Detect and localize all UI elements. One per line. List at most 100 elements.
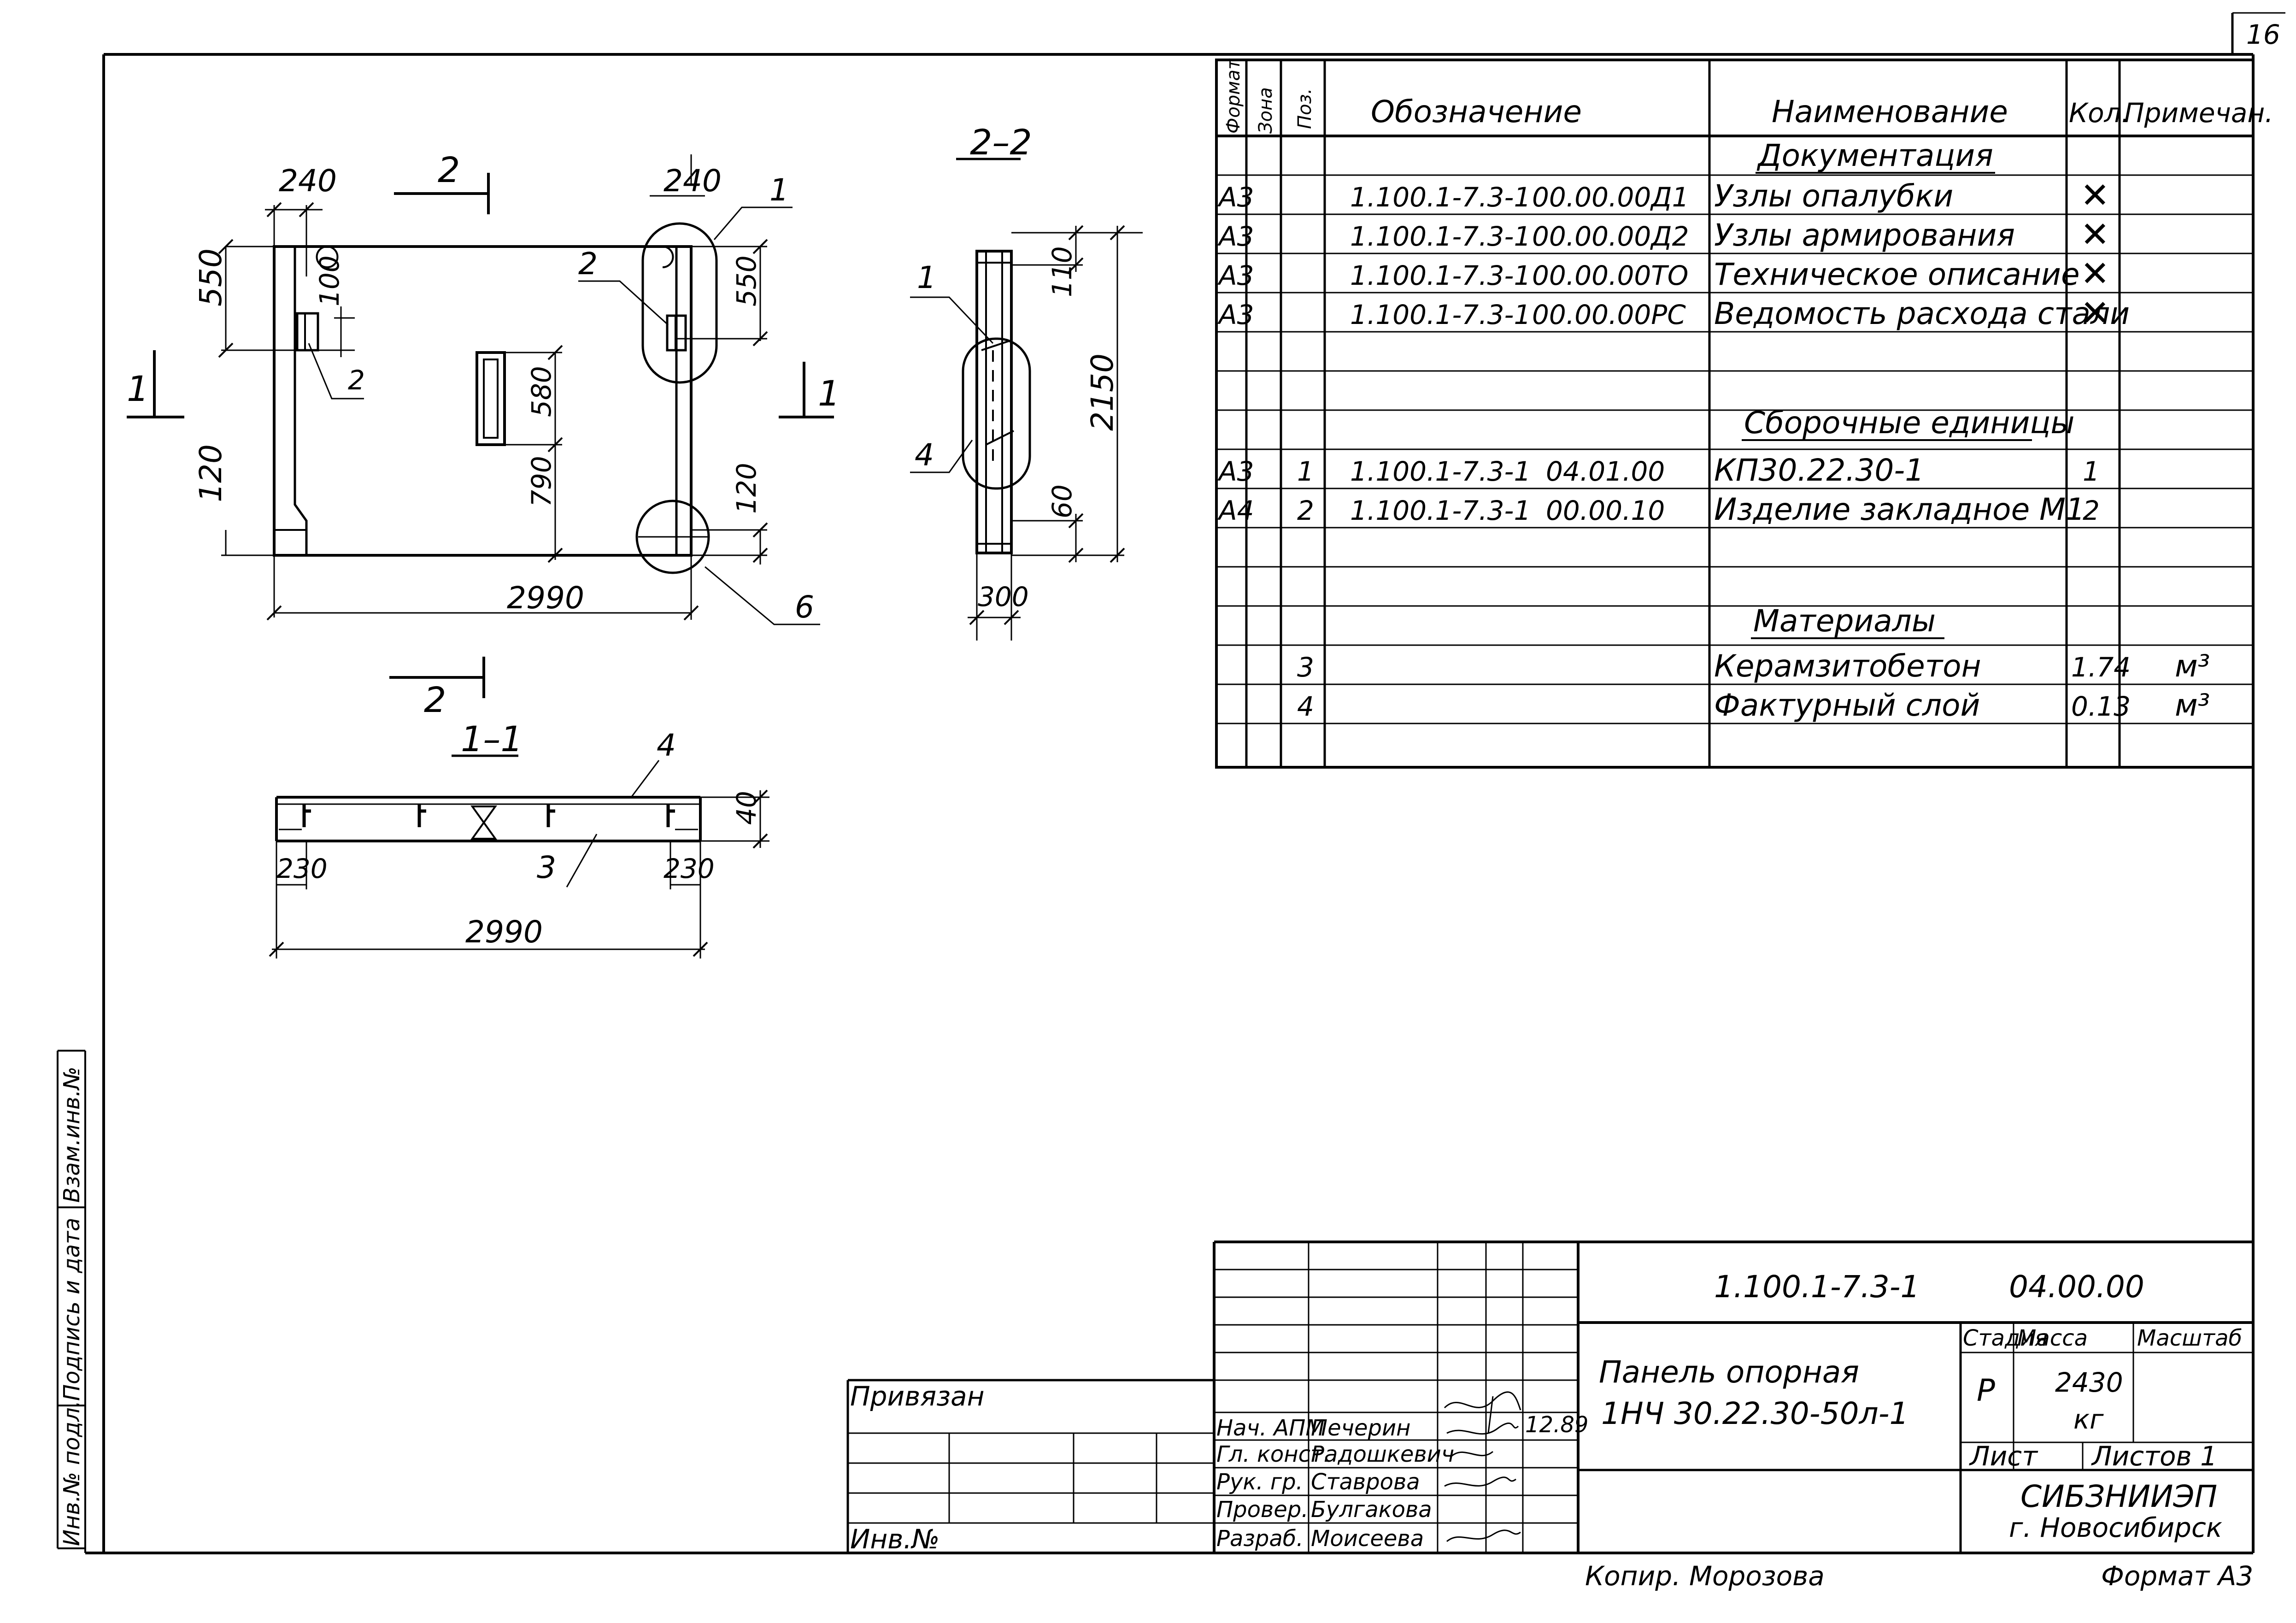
dim-550-right: 550 [731, 255, 762, 306]
spec-cell-code: 1.100.1-7.3-1 [1350, 456, 1531, 487]
dim-240-left: 240 [279, 163, 337, 199]
title-org: СИБЗНИИЭП [2020, 1479, 2217, 1514]
spec-cell-qty: 1.74 [2071, 652, 2131, 683]
dim-300: 300 [978, 581, 1029, 612]
spec-cell-code: 1.100.1-7.3-1 [1350, 495, 1531, 526]
spec-cell-note: м³ [2175, 648, 2210, 684]
section-2-2-view: 2–2 110 2150 60 300 1 [910, 122, 1143, 641]
dim-550-left: 550 [193, 248, 229, 306]
spec-row: A3 1.100.1-7.3-1 00.00.00РС Ведомость ра… [1217, 292, 2130, 333]
spec-cell-note: м³ [2175, 688, 2210, 723]
title-product-mark: 1НЧ 30.22.30-50л-1 [1601, 1396, 1909, 1431]
spec-header-zone: Зона [1255, 87, 1276, 134]
title-stage: Р [1977, 1373, 1995, 1408]
spec-table-grid [1215, 59, 2255, 769]
title-doc-code: 1.100.1-7.3-1 [1714, 1269, 1920, 1305]
callout-4-view: 4 [657, 728, 676, 763]
sheet-number-box: 16 [2231, 12, 2285, 54]
title-sheet-label: Лист [1969, 1441, 2038, 1472]
spec-cell-qty: 0.13 [2071, 691, 2131, 722]
title-block-grid [1213, 1241, 2253, 1553]
side-stamp-sign-date: Подпись и дата [59, 1217, 85, 1401]
spec-cell-name: Изделие закладное М1 [1714, 492, 2085, 527]
section-1-1-view: 1–1 2990 40 230 230 4 [269, 718, 769, 959]
spec-cell-qty: ✕ [2080, 292, 2110, 333]
spec-cell-pos: 2 [1297, 495, 1314, 526]
spec-header-designation: Обозначение [1371, 94, 1582, 129]
title-mass-unit: кг [2073, 1404, 2104, 1435]
dim-2990-main: 2990 [507, 580, 584, 616]
spec-row: 3 Керамзитобетон 1.74 м³ [1297, 648, 2210, 684]
dim-230-right: 230 [664, 853, 715, 884]
title-product-name: Панель опорная [1599, 1354, 1859, 1390]
spec-cell-code: 1.100.1-7.3-1 [1350, 182, 1531, 213]
spec-cell-code: 1.100.1-7.3-1 [1350, 260, 1531, 291]
title-person-name: Печерин [1311, 1415, 1411, 1441]
spec-cell-pos: 3 [1297, 652, 1314, 683]
panel-main-view: 240 240 550 100 580 790 120 550 120 2990… [127, 149, 840, 720]
dim-580: 580 [526, 366, 557, 417]
title-person-row: Рук. гр. Ставрова [1216, 1469, 1420, 1495]
title-role: Разраб. [1216, 1526, 1304, 1552]
callout-4-section: 4 [915, 437, 934, 473]
dim-120-right: 120 [731, 463, 762, 514]
spec-cell-format: A4 [1217, 495, 1254, 526]
spec-header-qty: Кол. [2069, 97, 2130, 129]
title-mass-label: Масса [2017, 1325, 2088, 1351]
title-person-name: Булгакова [1311, 1497, 1432, 1523]
callout-1-section: 1 [917, 260, 936, 295]
dim-2990-section: 2990 [465, 914, 543, 950]
callout-3-view: 3 [537, 850, 556, 885]
spec-section-titles: Документация Сборочные единицы Материалы [1744, 138, 2075, 639]
title-person-name: Ставрова [1311, 1469, 1420, 1495]
spec-cell-pos: 1 [1297, 456, 1314, 487]
spec-cell-name: Фактурный слой [1714, 688, 1980, 723]
spec-table-headers: Формат Зона Поз. Обозначение Наименовани… [1223, 58, 2273, 134]
dim-2150: 2150 [1085, 353, 1120, 431]
dim-230-left: 230 [276, 853, 328, 884]
spec-row: A3 1.100.1-7.3-1 00.00.00ТО Техническое … [1217, 253, 2110, 294]
spec-row: A3 1 1.100.1-7.3-1 04.01.00 КП30.22.30-1… [1217, 453, 2100, 488]
spec-cell-format: A3 [1217, 456, 1254, 487]
section-mark-2-bottom: 2 [424, 679, 446, 720]
binding-inv-no: Инв.№ [850, 1523, 940, 1555]
callout-2-left: 2 [348, 365, 365, 396]
spec-cell-code: 1.100.1-7.3-1 [1350, 221, 1531, 252]
callout-2-main: 2 [578, 246, 598, 282]
title-block-text: Нач. АПМ Печерин Гл. конст. Радошкевич Р… [1216, 1269, 2242, 1552]
section-1-1-title: 1–1 [461, 718, 523, 759]
spec-cell-qty: ✕ [2080, 214, 2110, 255]
title-person-row: Гл. конст. Радошкевич [1216, 1441, 1454, 1467]
spec-header-format: Формат [1223, 58, 1244, 134]
spec-rows: A3 1.100.1-7.3-1 00.00.00Д1 Узлы опалубк… [1217, 175, 2210, 723]
spec-cell-format: A3 [1217, 221, 1254, 252]
title-date: 12.89 [1525, 1412, 1588, 1438]
spec-cell-name: Керамзитобетон [1714, 648, 1981, 684]
section-mark-2-top: 2 [438, 149, 460, 190]
title-stage-label: Стадия [1963, 1325, 2048, 1351]
spec-cell-code: 1.100.1-7.3-1 [1350, 299, 1531, 330]
spec-cell-code2: 00.00.00Д1 [1532, 182, 1689, 213]
title-role: Нач. АПМ [1216, 1415, 1325, 1441]
title-person-row: Разраб. Моисеева [1216, 1526, 1424, 1552]
spec-cell-name: Узлы армирования [1714, 218, 2015, 253]
sheet-number: 16 [2246, 19, 2280, 50]
title-role: Гл. конст. [1216, 1441, 1330, 1467]
spec-header-note: Примечан. [2124, 97, 2273, 129]
spec-section-assemblies: Сборочные единицы [1744, 405, 2075, 441]
spec-cell-name: Узлы опалубки [1714, 178, 1953, 214]
spec-cell-format: A3 [1217, 299, 1254, 330]
spec-cell-name: Ведомость расхода стали [1714, 296, 2130, 331]
title-person-name: Радошкевич [1311, 1441, 1454, 1467]
spec-cell-code2: 00.00.00РС [1532, 299, 1686, 330]
spec-row: A3 1.100.1-7.3-1 00.00.00Д2 Узлы армиров… [1217, 214, 2110, 255]
dim-120-left: 120 [193, 444, 229, 502]
title-person-name: Моисеева [1311, 1526, 1424, 1552]
side-stamp-vzam-inv: Взам.инв.№ [59, 1067, 85, 1203]
spec-row: 4 Фактурный слой 0.13 м³ [1297, 688, 2210, 723]
title-role: Рук. гр. [1216, 1469, 1303, 1495]
spec-cell-name: КП30.22.30-1 [1714, 453, 1924, 488]
dim-60: 60 [1046, 484, 1078, 518]
title-sheets-label: Листов 1 [2091, 1441, 2217, 1472]
